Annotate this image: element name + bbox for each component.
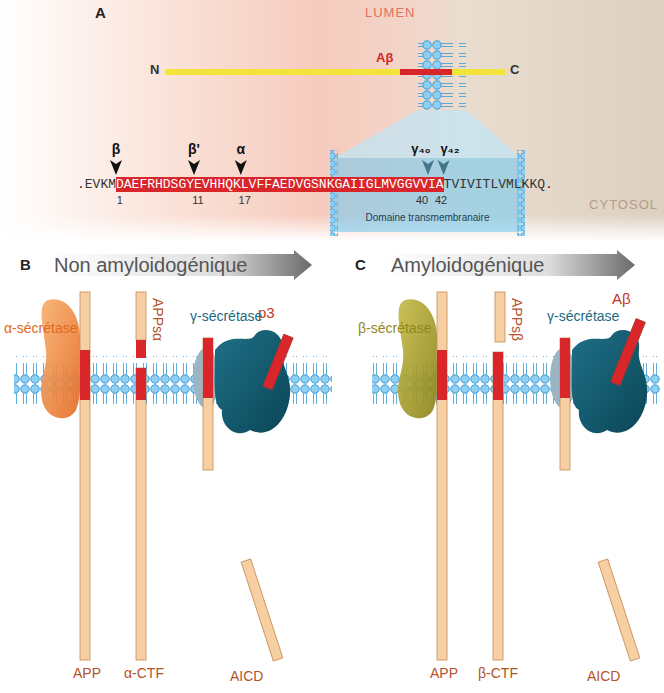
terminus-label: C xyxy=(510,63,519,78)
protein-label: APP xyxy=(430,665,458,681)
protein-rods-shape xyxy=(437,292,447,660)
cleavage-site: β xyxy=(112,141,121,157)
sequence-abeta: DAEFRHDSGYEVHHQKLVFFAEDVGSNKGAIIGLMVGGVV… xyxy=(116,177,444,192)
cleavage-arrows-shape xyxy=(235,160,247,175)
process-arrow-band: Non amyloidogénique xyxy=(48,250,312,280)
residue-number: 1 xyxy=(117,194,123,207)
cleavage-site: α xyxy=(236,141,245,157)
gamma-secretase-b-shape xyxy=(203,338,213,398)
app-bar-shape xyxy=(400,69,452,75)
cleavage-site: γ₄₀ xyxy=(411,142,430,157)
protein-rods-shape xyxy=(495,292,505,342)
peptide-label: Aβ xyxy=(376,51,393,66)
panel-letter: A xyxy=(95,4,106,21)
panel-a-background xyxy=(0,0,664,241)
protein-rods-shape xyxy=(493,352,503,400)
protein-rods-shape xyxy=(80,292,90,660)
enzyme-label: γ-sécrétase xyxy=(190,308,262,324)
tm-edges xyxy=(330,150,525,236)
released-fragments-shape xyxy=(241,559,283,661)
gamma-secretase-b-shape xyxy=(203,338,213,470)
released-fragments xyxy=(241,319,645,661)
beta-secretase-shape xyxy=(398,299,438,418)
protein-label: α-CTF xyxy=(124,665,164,681)
gamma-secretase-b xyxy=(193,330,290,470)
enzyme-label: γ-sécrétase xyxy=(547,308,619,324)
protein-label: β-CTF xyxy=(478,665,518,681)
gamma-secretase-c-shape xyxy=(560,338,570,398)
cleavage-arrows-shape xyxy=(188,160,200,175)
protein-rods-shape xyxy=(136,340,146,358)
pathway-title: Non amyloidogénique xyxy=(54,254,247,277)
process-arrow-band: Amyloidogénique xyxy=(385,250,635,280)
arrow-band-fill xyxy=(385,250,635,280)
panel-letter: C xyxy=(355,256,366,273)
arrow-band-fill xyxy=(48,250,312,280)
released-fragments-shape xyxy=(611,319,646,386)
residue-number: 40 xyxy=(416,194,428,207)
released-fragments-shape xyxy=(598,559,640,661)
region-label: Domaine transmembranaire xyxy=(366,212,490,223)
protein-rods-shape xyxy=(136,368,146,400)
cleavage-site: β' xyxy=(188,141,200,157)
sequence-flank: .EVKM xyxy=(77,177,116,192)
top-membrane-shape xyxy=(334,110,521,158)
app-bar-shape xyxy=(165,69,505,75)
protein-rods-shape xyxy=(136,368,146,660)
released-fragments-shape xyxy=(263,334,293,390)
protein-label: APP xyxy=(73,665,101,681)
terminus-label: N xyxy=(150,63,159,78)
enzyme-label: α-sécrétase xyxy=(4,320,77,336)
panel-a-background-shape xyxy=(0,0,664,240)
residue-number: 17 xyxy=(239,194,251,207)
gamma-secretase-c-shape xyxy=(560,338,570,470)
compartment-label: CYTOSOL xyxy=(589,198,658,213)
cleavage-site: γ₄₂ xyxy=(440,142,459,157)
sequence-flank: TVIVITLVMLKKQ. xyxy=(444,177,553,192)
residue-number: 42 xyxy=(435,194,447,207)
protein-rods xyxy=(80,292,505,660)
app-bar xyxy=(165,69,505,75)
protein-label: APPsβ xyxy=(509,298,525,341)
cleavage-arrows-shape xyxy=(110,160,122,175)
peptide-label: Aβ xyxy=(612,290,631,307)
protein-rods-shape xyxy=(80,350,90,400)
compartment-label: LUMEN xyxy=(365,6,416,21)
residue-number: 11 xyxy=(192,194,203,207)
protein-label: AICD xyxy=(587,668,620,684)
beta-secretase xyxy=(398,299,438,418)
alpha-secretase xyxy=(41,299,81,418)
enzyme-label: β-sécrétase xyxy=(358,320,431,336)
protein-label: APPsα xyxy=(150,298,166,341)
protein-rods-shape xyxy=(437,350,447,400)
panel-letter: B xyxy=(20,256,31,273)
protein-rods-shape xyxy=(493,352,503,660)
pathway-title: Amyloidogénique xyxy=(391,254,544,277)
top-membrane xyxy=(334,40,521,158)
protein-rods-shape xyxy=(136,292,146,340)
protein-label: AICD xyxy=(230,668,263,684)
alpha-secretase-shape xyxy=(41,299,81,418)
